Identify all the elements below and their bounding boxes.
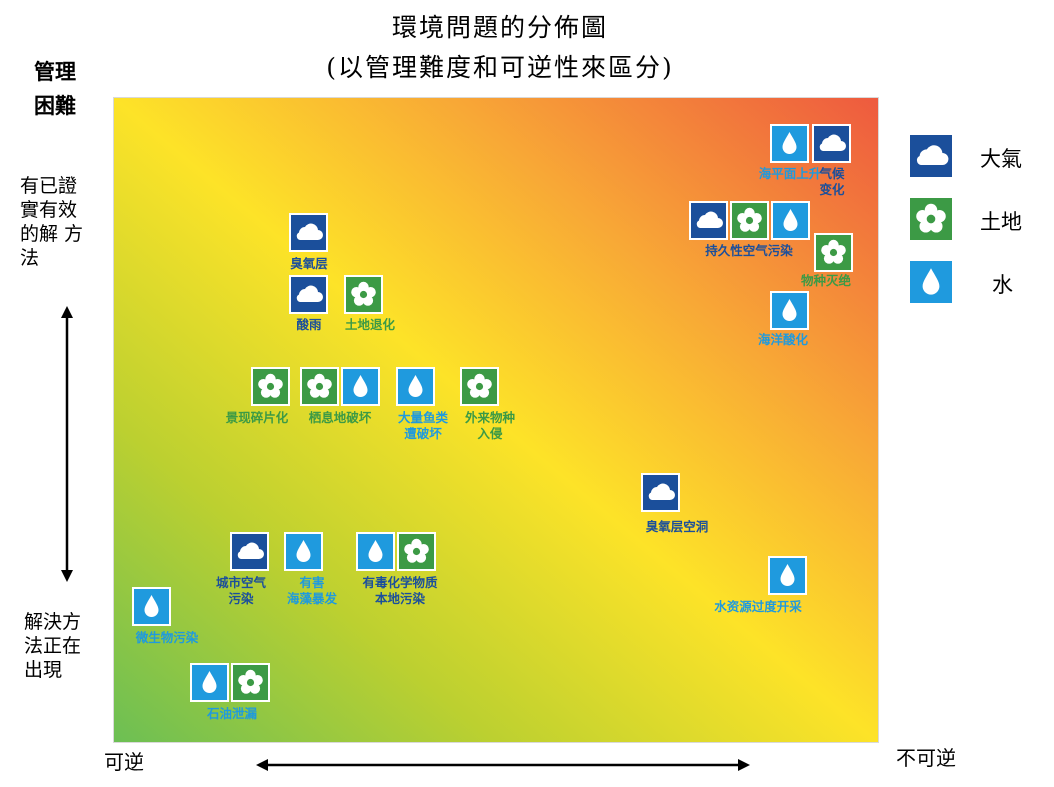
- issue-label: 栖息地破坏: [308, 410, 372, 425]
- x-axis-arrow: [256, 759, 750, 771]
- cloud-icon: [689, 201, 728, 240]
- flower-icon: [397, 532, 436, 571]
- flower-icon: [344, 275, 383, 314]
- flower-icon: [231, 663, 270, 702]
- flower-icon: [460, 367, 499, 406]
- drop-icon: [770, 291, 809, 330]
- issue-label: 海洋酸化: [757, 332, 809, 347]
- issue-label: 持久性空气污染: [705, 243, 793, 258]
- legend-flower-icon: [908, 196, 954, 242]
- drop-icon: [770, 124, 809, 163]
- y-axis-high-label: 有已證 實有效 的解 方 法: [20, 175, 84, 269]
- drop-icon: [341, 367, 380, 406]
- issue-label: 臭氧层空洞: [645, 519, 709, 534]
- chart-subtitle: (以管理難度和可逆性來區分): [326, 53, 674, 82]
- issue-label: 外来物种 入侵: [464, 410, 516, 441]
- cloud-icon: [641, 473, 680, 512]
- drop-icon: [771, 201, 810, 240]
- cloud-icon: [812, 124, 851, 163]
- drop-icon: [768, 556, 807, 595]
- drop-icon: [284, 532, 323, 571]
- drop-icon: [396, 367, 435, 406]
- x-axis-low-label: 可逆: [104, 750, 144, 774]
- issue-label: 有害 海藻暴发: [286, 575, 338, 606]
- chart-title: 環境問題的分佈圖: [391, 13, 608, 42]
- issue-label: 微生物污染: [135, 630, 199, 645]
- legend-drop-icon: [908, 259, 954, 305]
- cloud-icon: [289, 213, 328, 252]
- issue-label: 臭氧层: [290, 256, 328, 271]
- issue-label: 有毒化学物质 本地污染: [362, 575, 438, 606]
- legend-label-air: 大氣: [980, 147, 1022, 171]
- flower-icon: [730, 201, 769, 240]
- drop-icon: [190, 663, 229, 702]
- legend-cloud-icon: [908, 133, 954, 179]
- issue-label: 酸雨: [296, 317, 322, 332]
- issue-label: 景现碎片化: [225, 410, 289, 425]
- issue-label: 石油泄漏: [206, 706, 258, 721]
- flower-icon: [251, 367, 290, 406]
- y-axis-arrow: [61, 306, 73, 582]
- issue-label: 大量鱼类 遭破坏: [397, 410, 449, 441]
- cloud-icon: [289, 275, 328, 314]
- drop-icon: [132, 587, 171, 626]
- x-axis-high-label: 不可逆: [896, 746, 956, 770]
- cloud-icon: [230, 532, 269, 571]
- issue-label: 海平面上升: [758, 166, 822, 181]
- flower-icon: [814, 233, 853, 272]
- y-axis-top-label: 管理 困難: [34, 59, 76, 118]
- legend-label-land: 土地: [980, 210, 1022, 234]
- issue-label: 城市空气 污染: [215, 575, 267, 606]
- legend-label-water: 水: [992, 273, 1013, 297]
- issue-label: 水资源过度开采: [714, 599, 802, 614]
- y-axis-low-label: 解決方 法正在 出現: [24, 611, 82, 681]
- drop-icon: [356, 532, 395, 571]
- issue-label: 物种灭绝: [800, 273, 852, 288]
- issue-label: 土地退化: [344, 317, 396, 332]
- flower-icon: [300, 367, 339, 406]
- issue-label: 气候 变化: [819, 166, 845, 197]
